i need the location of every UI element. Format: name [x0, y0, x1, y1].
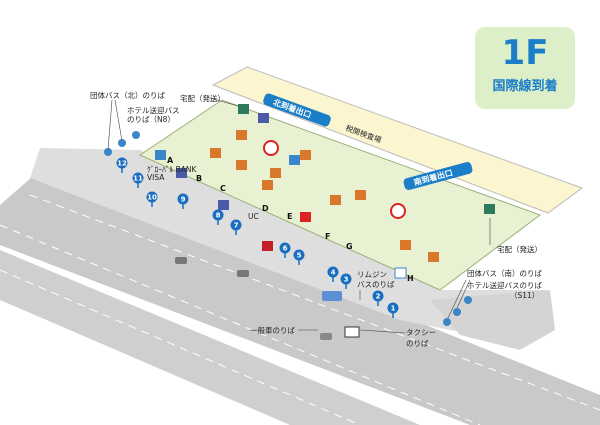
bus-stop-number: 3 [344, 276, 349, 284]
bus-stop-number: 7 [234, 222, 239, 230]
lane-markings [0, 194, 600, 425]
hotel-bus-north-label-2: のりば（N8） [127, 115, 175, 124]
gate-e: E [287, 212, 292, 221]
uc-label: UC [248, 212, 259, 221]
bus-stop-9: 9 [177, 193, 189, 209]
bus-stop-number: 6 [283, 245, 288, 253]
bus-stop-number: 10 [147, 194, 157, 202]
delivery-north-label: 宅配（発送） [180, 93, 225, 103]
road-lower [0, 250, 420, 425]
bus-stop-number: 5 [297, 252, 302, 260]
gate-f: F [325, 232, 330, 241]
limousine-bus-icon [322, 291, 342, 301]
car [237, 270, 249, 277]
group-bus-south-label: 団体バス（南）のりば [467, 268, 542, 278]
floor-title: 国際線到着 [492, 79, 558, 94]
sidewalk-south [430, 290, 555, 350]
floor-badge: 1F 国際線到着 [475, 27, 575, 109]
gate-h: H [407, 274, 414, 283]
bus-stop-3: 3 [340, 273, 352, 289]
bus-stop-number: 8 [216, 212, 221, 220]
sidewalk [30, 148, 548, 340]
hotel-bus-south-label: ホテル送迎バスのりば [467, 280, 542, 290]
hotel-bus-south-label-2: （S11） [510, 291, 539, 300]
bus-stop-number: 12 [117, 160, 127, 168]
taxi-label-2: のりば [406, 339, 429, 348]
gate-d: D [262, 204, 269, 213]
bank-label: ｸﾞﾛｰﾊﾞﾙ BANK [147, 165, 198, 174]
facility-icons [155, 104, 495, 279]
bus-stop-number: 2 [376, 293, 381, 301]
taxi-icon [344, 326, 360, 338]
private-car-label: 一般車のりば [250, 325, 295, 335]
gate-g: G [346, 242, 353, 251]
visa-label: VISA [147, 173, 165, 182]
bus-stop-number: 1 [391, 305, 396, 313]
bus-stop-number: 4 [331, 269, 336, 277]
gate-a: A [167, 156, 174, 165]
gate-b: B [196, 174, 202, 183]
leader-lines [107, 97, 491, 334]
group-bus-north-label: 団体バス（北）のりば [90, 90, 165, 100]
bus-stop-4: 4 [327, 266, 339, 282]
limousine-label-2: バスのりば [357, 280, 395, 289]
bus-stop-7: 7 [230, 219, 242, 235]
floor-number: 1F [501, 33, 549, 73]
taxi-label: タクシー [406, 328, 436, 337]
bus-stop-11: 11 [132, 172, 144, 188]
bus-stop-number: 11 [133, 175, 143, 183]
bus-stop-5: 5 [293, 249, 305, 265]
delivery-south-label: 宅配（発送） [497, 244, 542, 254]
limousine-label: リムジン [357, 270, 387, 279]
group-bus-poles [104, 131, 472, 326]
bus-stop-1: 1 [387, 302, 399, 318]
bus-stop-2: 2 [372, 290, 384, 306]
bus-stop-number: 9 [181, 196, 186, 204]
hotel-bus-north-label: ホテル送迎バス [127, 105, 180, 115]
road [0, 170, 600, 425]
bus-stop-10: 10 [146, 191, 158, 207]
gate-c: C [220, 184, 226, 193]
bus-stop-12: 12 [116, 157, 128, 173]
car [175, 257, 187, 264]
car [320, 333, 332, 340]
bus-stop-6: 6 [279, 242, 291, 258]
bus-stop-8: 8 [212, 209, 224, 225]
